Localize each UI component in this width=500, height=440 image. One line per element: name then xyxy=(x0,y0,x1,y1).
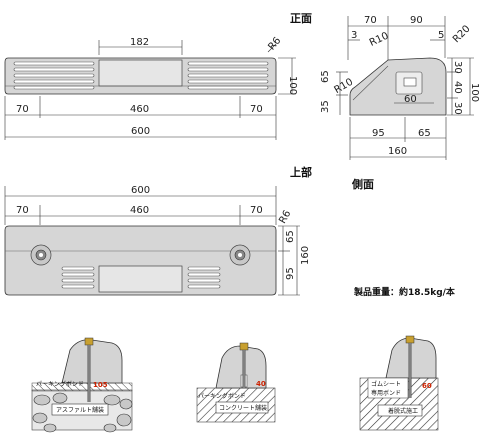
install-detachable: ゴムシート 専用ボンド 60 着脱式施工 xyxy=(359,335,439,431)
dim-top-total: 600 xyxy=(131,185,150,196)
front-view-label: 正面 xyxy=(290,12,312,25)
dim-top-middle: 460 xyxy=(130,205,149,216)
dim-side-mid60: 60 xyxy=(404,94,417,105)
dim-side-r30a: 30 xyxy=(452,61,463,74)
top-stripes-right xyxy=(187,266,221,289)
dim-top-left: 70 xyxy=(16,205,29,216)
front-stripes-left xyxy=(13,61,95,90)
dim-front-total: 600 xyxy=(131,126,150,137)
dim-side-h100: 100 xyxy=(469,83,480,102)
dim-side-r20: R20 xyxy=(451,23,473,45)
dim-side-small-b: 5 xyxy=(438,30,444,41)
top-stripes-left xyxy=(61,266,95,289)
concrete-ground-label: コンクリート舗装 xyxy=(219,404,267,412)
asphalt-bond-label: パーキングボンド xyxy=(36,380,84,388)
front-stripes-right xyxy=(187,61,269,90)
dim-side-top-a: 70 xyxy=(364,15,377,26)
dim-front-right: 70 xyxy=(250,104,263,115)
dim-side-h65: 65 xyxy=(320,70,331,83)
dim-side-b95: 95 xyxy=(372,128,385,139)
top-view-label: 上部 xyxy=(290,165,312,179)
bolt-hole-right xyxy=(229,244,251,266)
dim-side-r40: 40 xyxy=(452,81,463,94)
dim-side-h35: 35 xyxy=(320,100,331,113)
product-weight: 製品重量：約18.5kg/本 xyxy=(353,286,456,298)
asphalt-ground-label: アスファルト舗装 xyxy=(56,406,104,414)
front-view: 正面 182 R6 100 xyxy=(4,12,312,140)
detachable-sheet-label: ゴムシート xyxy=(371,380,401,388)
side-slot xyxy=(403,77,417,87)
top-view: 上部 600 70 460 70 R6 xyxy=(4,165,312,296)
dim-top-h95: 95 xyxy=(285,267,296,280)
install-asphalt: パーキングボンド 105 アスファルト舗装 xyxy=(31,337,133,433)
detachable-depth: 60 xyxy=(422,382,432,390)
top-body xyxy=(4,225,277,296)
detachable-bond-label: 専用ボンド xyxy=(371,389,401,397)
concrete-bond-label: パーキングボンド xyxy=(198,392,246,400)
dim-side-b65: 65 xyxy=(418,128,431,139)
dim-front-radius: R6 xyxy=(266,35,283,52)
dim-top-h65: 65 xyxy=(285,230,296,243)
dim-front-left: 70 xyxy=(16,104,29,115)
dim-side-r30b: 30 xyxy=(452,102,463,115)
dim-side-small-a: 3 xyxy=(351,30,357,41)
side-view: 70 90 3 R10 5 R20 60 R10 65 35 30 40 30 … xyxy=(320,15,480,191)
dim-top-radius: R6 xyxy=(277,209,293,226)
side-view-label: 側面 xyxy=(351,177,374,191)
dim-front-height: 100 xyxy=(287,76,298,95)
top-window xyxy=(98,265,183,293)
detachable-ground-label: 着脱式施工 xyxy=(388,407,418,415)
dim-top-h160: 160 xyxy=(300,246,311,265)
bolt-hole-left xyxy=(30,244,52,266)
dim-side-total: 160 xyxy=(388,146,407,157)
dim-side-top-b: 90 xyxy=(410,15,423,26)
front-window xyxy=(98,59,183,87)
dim-front-middle: 460 xyxy=(130,104,149,115)
concrete-depth: 40 xyxy=(256,380,266,388)
dim-window-width: 182 xyxy=(130,37,149,48)
dim-side-r10a: R10 xyxy=(368,31,390,49)
dim-top-right: 70 xyxy=(250,205,263,216)
asphalt-depth: 105 xyxy=(93,381,108,389)
install-concrete: パーキングボンド 40 コンクリート舗装 xyxy=(196,342,276,423)
